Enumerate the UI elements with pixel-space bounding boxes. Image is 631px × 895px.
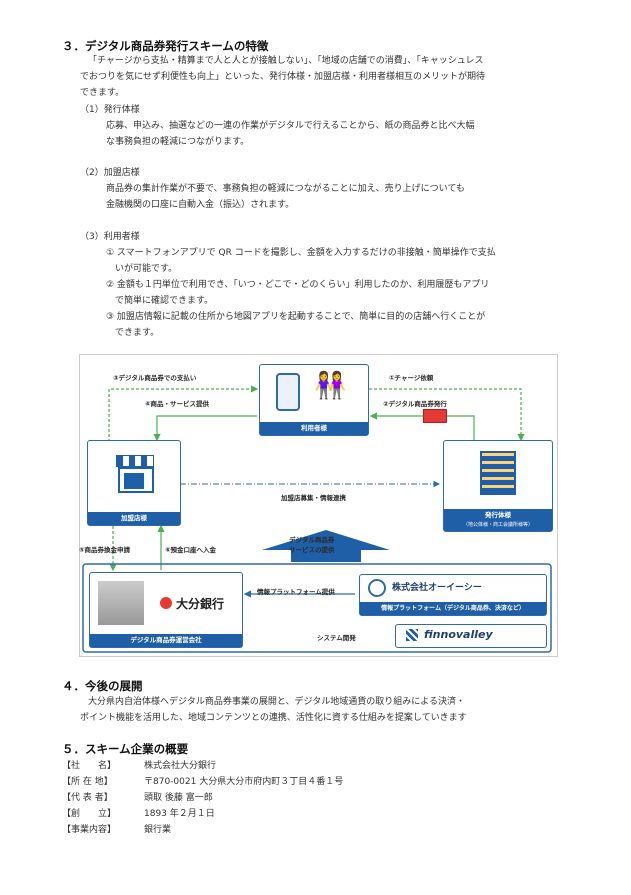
users-box: 👭 利用者様 <box>259 364 369 436</box>
section3-intro-2: でおつりを気にせず利便性も向上」といった、発行体様・加盟店様・利用者様相互のメリ… <box>80 72 486 82</box>
store-label: 加盟店様 <box>88 512 180 525</box>
section4-title: ４．今後の展開 <box>62 679 143 693</box>
step4-label: ④商品・サービス提供 <box>145 400 210 408</box>
section3-intro-3: できます。 <box>80 88 125 98</box>
store-icon <box>116 455 154 493</box>
shoppers-icon: 👭 <box>314 371 347 401</box>
bank-building-icon <box>98 581 144 625</box>
store-box: 加盟店様 <box>87 440 181 526</box>
info-value: 株式会社大分銀行 <box>144 761 217 771</box>
info-row-name: 【社 名】 株式会社大分銀行 <box>62 758 216 771</box>
item1-heading: （1）発行体様 <box>80 105 140 115</box>
recruit-label: 加盟店募集・情報連携 <box>281 494 346 502</box>
sysdev-label: システム開発 <box>317 634 356 642</box>
section3-intro-1: 「チャージから支払・精算まで人と人とが接触しない」、「地域の店舗での消費」、「キ… <box>88 56 484 66</box>
service-label-2: サービスの提供 <box>289 546 335 554</box>
finnovalley-logo-icon <box>406 629 418 641</box>
item3-line1: ① スマートフォンアプリで QR コードを撮影し、金額を入力するだけの非接触・簡… <box>106 248 496 258</box>
section4-line1: 大分県内自治体様へデジタル商品券事業の展開と、デジタル地域通貨の取り組みによる決… <box>88 697 466 707</box>
item2-heading: （2）加盟店様 <box>80 168 140 178</box>
item3-line5: ③ 加盟店情報に記載の住所から地図アプリを起動することで、簡単に目的の店舗へ行く… <box>106 312 486 322</box>
step2-label: ②デジタル商品券発行 <box>383 400 447 408</box>
info-value: 頭取 後藤 富一郎 <box>144 793 213 803</box>
oec-caption: 情報プラットフォーム（デジタル商品券、決済など） <box>360 602 546 615</box>
bank-box: 大分銀行 デジタル商品券運営会社 <box>89 572 243 648</box>
issuer-footer: 発行体様 （地公体様・商工会議所様等） <box>444 509 552 531</box>
step6-label: ⑥預金口座へ入金 <box>165 546 217 554</box>
item3-line3: ② 金額も１円単位で利用でき、「いつ・どこで・どのくらい」利用したのか、利用履歴… <box>106 280 490 290</box>
oita-bank-logo-icon <box>160 597 172 609</box>
item1-line1: 応募、申込み、抽選などの一連の作業がデジタルで行えることから、紙の商品券と比べ大… <box>106 121 475 131</box>
info-row-address: 【所 在 地】 〒870-0021 大分県大分市府内町３丁目４番１号 <box>62 774 343 787</box>
section3-title: ３．デジタル商品券発行スキームの特徴 <box>62 39 269 53</box>
item3-line4: で簡単に確認できます。 <box>106 296 214 306</box>
issuer-label: 発行体様 <box>485 511 511 519</box>
finnovalley-box: finnovalley <box>395 624 547 648</box>
voucher-icon <box>423 409 447 423</box>
building-icon <box>480 451 516 495</box>
oec-name: 株式会社オーイーシー <box>392 583 482 593</box>
section4-line2: ポイント機能を活用した、地域コンテンツとの連携、活性化に資する仕組みを提案してい… <box>80 713 467 723</box>
item3-line2: いが可能です。 <box>106 264 178 274</box>
users-label: 利用者様 <box>260 422 368 435</box>
info-label: 【代 表 者】 <box>62 793 113 803</box>
item3-heading: （3）利用者様 <box>80 232 140 242</box>
issuer-box: 発行体様 （地公体様・商工会議所様等） <box>443 440 553 532</box>
item2-line2: 金融機関の口座に自動入金（振込）されます。 <box>106 200 295 210</box>
info-row-representative: 【代 表 者】 頭取 後藤 富一郎 <box>62 790 213 803</box>
bank-name: 大分銀行 <box>176 597 225 611</box>
service-label-1: デジタル商品券 <box>289 536 335 544</box>
item3-line6: できます。 <box>106 328 160 338</box>
item1-line2: な事務負担の軽減につながります。 <box>106 137 250 147</box>
section5-title: ５．スキーム企業の概要 <box>62 742 189 756</box>
finnovalley-name: finnovalley <box>424 628 493 641</box>
info-label: 【社 名】 <box>62 761 117 771</box>
oec-box: 株式会社オーイーシー 情報プラットフォーム（デジタル商品券、決済など） <box>359 574 547 616</box>
bank-caption: デジタル商品券運営会社 <box>90 634 242 647</box>
item2-line1: 商品券の集計作業が不要で、事務負担の軽減につながることに加え、売り上げについても <box>106 184 465 194</box>
info-row-founded: 【創 立】 1893 年２月１日 <box>62 806 215 819</box>
step3-label: ③デジタル商品券での支払い <box>113 374 197 382</box>
issuer-sublabel: （地公体様・商工会議所様等） <box>462 522 533 528</box>
scheme-diagram: 👭 利用者様 加盟店様 発行体様 （地公体様・商工会議所様等） ③デジタル商品券… <box>79 354 558 657</box>
info-label: 【創 立】 <box>62 809 117 819</box>
info-label: 【事業内容】 <box>62 825 117 835</box>
info-value: 1893 年２月１日 <box>144 809 215 819</box>
step1-label: ①チャージ依頼 <box>389 374 434 382</box>
info-value: 〒870-0021 大分県大分市府内町３丁目４番１号 <box>144 777 344 787</box>
platform-label: 情報プラットフォーム提供 <box>257 588 335 596</box>
info-label: 【所 在 地】 <box>62 777 113 787</box>
smartphone-icon <box>276 373 300 411</box>
oec-logo-icon <box>368 579 386 597</box>
info-value: 銀行業 <box>144 825 172 835</box>
step5-label: ⑤商品券換金申請 <box>79 546 131 554</box>
info-row-business: 【事業内容】 銀行業 <box>62 822 171 835</box>
